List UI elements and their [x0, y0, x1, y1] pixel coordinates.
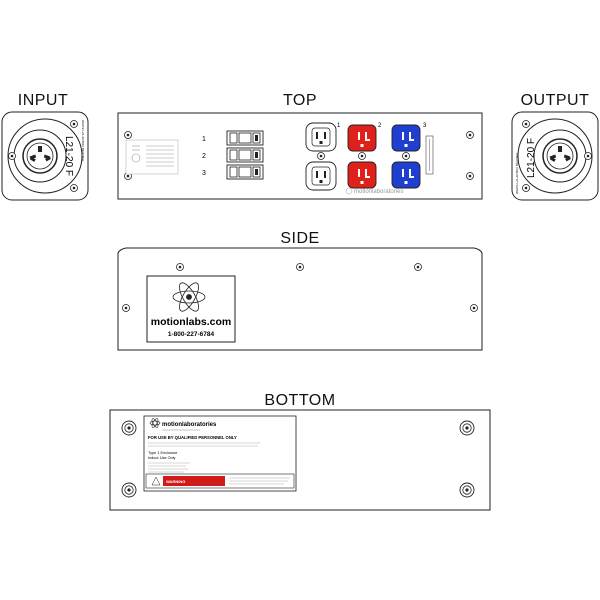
- outlet-number-1: 1: [337, 123, 341, 129]
- top-screw-tl: [124, 131, 132, 139]
- breaker-number-1: 1: [202, 136, 206, 143]
- side-view-label: SIDE: [280, 230, 320, 247]
- bottom-warning: WARNING: [166, 479, 185, 484]
- input-screw-bottom: [70, 184, 78, 192]
- breaker-number-3: 3: [202, 170, 206, 177]
- outlet-number-2: 2: [378, 123, 382, 129]
- input-twistlock-receptacle: [13, 129, 67, 183]
- side-screw-2: [296, 263, 304, 271]
- bottom-foot-bl: [121, 482, 137, 498]
- outlet-blue-top: [391, 124, 421, 152]
- input-side-text: WHITE L21-20 BOX NEUTRAL: [81, 120, 85, 162]
- output-twistlock-receptacle: [533, 129, 587, 183]
- bottom-panel: motionlaboratories FOR USE BY QUALIFIED …: [109, 409, 491, 511]
- side-screw-left: [122, 304, 130, 312]
- outlet-red-bottom: [347, 161, 377, 189]
- input-view-label: INPUT: [17, 92, 69, 109]
- vertical-label-plate: [425, 135, 434, 175]
- output-view-label: OUTPUT: [520, 92, 590, 109]
- outlet-red-screw: [358, 152, 366, 160]
- outlet-plate-screw: [317, 152, 325, 160]
- motionlabs-logo-icon: [172, 282, 206, 312]
- output-type-label: L21-20 F: [526, 138, 537, 178]
- top-brand-mark: motionlaboratories: [345, 187, 403, 195]
- side-screw-3: [414, 263, 422, 271]
- bottom-view-label: BOTTOM: [264, 392, 336, 409]
- outlet-red-top: [347, 124, 377, 152]
- output-side-text: WHITE L21-20 BOX NEUTRAL: [515, 152, 519, 194]
- top-screw-tr: [466, 131, 474, 139]
- side-panel: motionlabs.com 1-800-227-6784: [117, 247, 483, 351]
- bottom-brand: motionlaboratories: [162, 422, 217, 428]
- top-view-label: TOP: [282, 92, 318, 109]
- top-panel: 1 2 3 1 2 3 motionlaboratories: [117, 112, 483, 200]
- outlet-white-bottom: [305, 161, 337, 191]
- outlet-blue-screw: [402, 152, 410, 160]
- warning-triangle-icon: [151, 476, 161, 486]
- breaker-2[interactable]: [226, 147, 264, 163]
- output-connector: L21-20 F WHITE L21-20 BOX NEUTRAL: [511, 111, 599, 201]
- top-brand-text: motionlaboratories: [354, 189, 403, 195]
- input-type-label: L21-20 F: [63, 136, 74, 176]
- bottom-logo-icon: [149, 418, 161, 428]
- input-screw-left: [8, 152, 16, 160]
- output-screw-right: [584, 152, 592, 160]
- input-screw-top: [70, 120, 78, 128]
- bottom-notice: FOR USE BY QUALIFIED PERSONNEL ONLY: [148, 435, 237, 440]
- bottom-foot-br: [459, 482, 475, 498]
- side-logo-plate: motionlabs.com 1-800-227-6784: [146, 275, 236, 343]
- bottom-warning-label: WARNING: [145, 473, 295, 489]
- bottom-foot-tl: [121, 420, 137, 436]
- side-brand: motionlabs.com: [151, 316, 232, 328]
- breaker-3[interactable]: [226, 164, 264, 180]
- breaker-1[interactable]: [226, 130, 264, 146]
- side-phone: 1-800-227-6784: [168, 331, 215, 338]
- outlet-white-top: [305, 122, 337, 152]
- breaker-number-2: 2: [202, 153, 206, 160]
- bottom-foot-tr: [459, 420, 475, 436]
- side-screw-1: [176, 263, 184, 271]
- input-connector: L21-20 F WHITE L21-20 BOX NEUTRAL: [1, 111, 89, 201]
- outlet-blue-bottom: [391, 161, 421, 189]
- output-screw-bottom: [522, 184, 530, 192]
- bottom-indoor: Indoor Use Only: [148, 456, 176, 460]
- output-screw-top: [522, 120, 530, 128]
- top-screw-br: [466, 172, 474, 180]
- rating-label: [125, 139, 179, 175]
- bottom-enclosure: Type 1 Enclosure: [148, 451, 177, 455]
- side-screw-right: [470, 304, 478, 312]
- outlet-number-3: 3: [423, 123, 427, 129]
